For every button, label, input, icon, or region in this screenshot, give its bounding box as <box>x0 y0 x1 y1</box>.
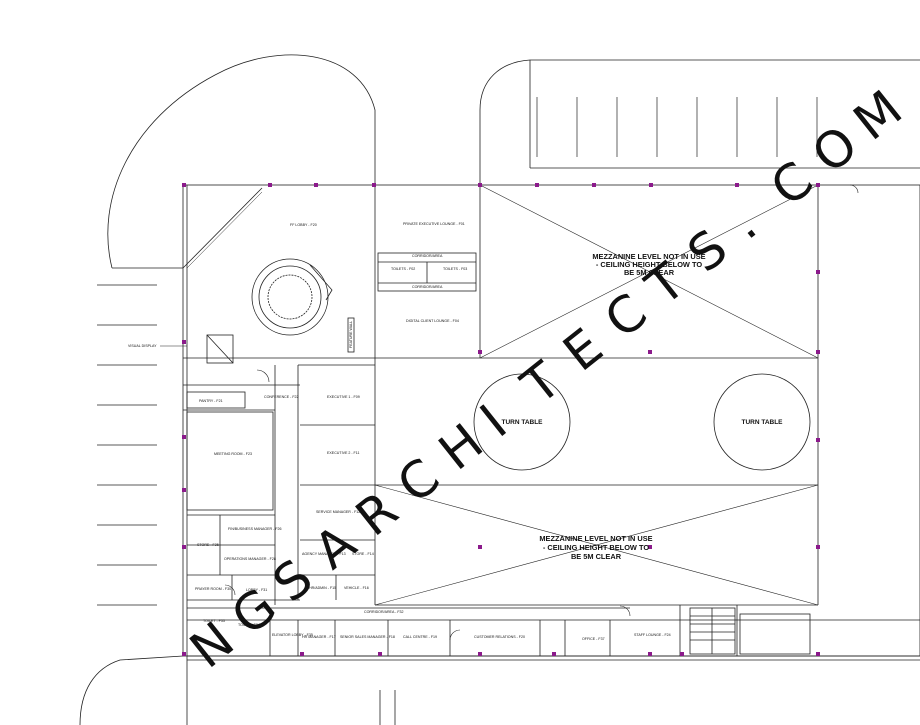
room-toilets-2: TOILETS - F03 <box>443 267 467 271</box>
spiral-stair <box>251 258 329 336</box>
turntable-right <box>713 373 811 471</box>
mezzanine-top-line3: BE 5M CLEAR <box>624 268 675 277</box>
mezzanine-bottom-line3: BE 5M CLEAR <box>571 552 622 561</box>
door-swings <box>224 184 859 641</box>
room-digital-client-lounge: DIGITAL CLIENT LOUNGE - F04 <box>406 319 459 323</box>
room-hr-manager: HR MANAGER - F17 <box>302 635 336 639</box>
landscape-curve-left <box>107 54 376 269</box>
stair-bottom <box>689 607 736 655</box>
mezzanine-top-line1: MEZZANINE LEVEL NOT IN USE <box>592 252 705 261</box>
parking-bays-left <box>97 284 157 606</box>
room-executive-2: EXECUTIVE 2 - F11 <box>327 451 360 455</box>
room-vehicle: VEHICLE - F16 <box>344 586 369 590</box>
room-elevator-lobby: ELEVATOR LOBBY - F35 <box>272 633 313 637</box>
room-office: OFFICE - F37 <box>582 637 605 641</box>
room-private-executive: PRIVATE EXECUTIVE LOUNGE - F01 <box>403 222 465 226</box>
column-markers <box>182 183 820 656</box>
mezzanine-bottom-line2: - CEILING HEIGHT BELOW TO <box>543 543 649 552</box>
room-ops-manager: OPERATIONS MANAGER - F28 <box>224 557 276 561</box>
room-store: STORE - F25 <box>197 543 219 547</box>
meeting-room <box>186 411 274 511</box>
feature-wall-block <box>347 317 355 353</box>
room-customer-relations: CUSTOMER RELATIONS - F20 <box>474 635 525 639</box>
lobby-diagonal <box>182 187 263 269</box>
room-toilets: TOILETS - F02 <box>391 267 415 271</box>
room-lobby-2: LOBBY - F31 <box>246 588 267 592</box>
lift-shaft <box>739 613 811 655</box>
turntable-left <box>473 373 571 471</box>
room-call-centre: CALL CENTRE - F19 <box>403 635 437 639</box>
room-pantry: PANTRY - F21 <box>199 399 223 403</box>
mezzanine-top-line2: - CEILING HEIGHT BELOW TO <box>596 260 702 269</box>
room-agency-manager: AGENCY MANAGER - F13 <box>302 552 346 556</box>
room-corridor-top: CORRIDOR/AREA <box>412 254 443 258</box>
room-corridor-mid: CORRIDOR/AREA <box>412 285 443 289</box>
visual-display-label: VISUAL DISPLAY <box>128 344 157 348</box>
mezzanine-bottom-cross <box>374 484 819 606</box>
room-toilet-b1: TOILET - F33 <box>203 619 225 623</box>
room-conference: CONFERENCE - F22 <box>264 395 299 399</box>
room-corridor-low: CORRIDOR/AREA - F32 <box>364 610 404 614</box>
room-store-2: STORE - F14 <box>352 552 374 556</box>
parking-outline <box>479 59 920 185</box>
turntable-right-label: TURN TABLE <box>741 419 783 426</box>
mezzanine-bottom-line1: MEZZANINE LEVEL NOT IN USE <box>539 534 652 543</box>
room-service-manager: SERVICE MANAGER - F12 <box>316 510 360 514</box>
room-executive-1: EXECUTIVE 1 - F09 <box>327 395 360 399</box>
room-prayer: PRAYER ROOM - F30 <box>195 587 231 591</box>
turntable-left-label: TURN TABLE <box>501 419 543 426</box>
room-toilet-b2: TOILET - F34 <box>238 623 260 627</box>
parking-bays-top <box>536 97 818 157</box>
room-hr-admin: HR/ADMIN - F15 <box>309 586 336 590</box>
landscape-curve-bottom <box>79 655 184 725</box>
pantry-room <box>186 391 246 409</box>
parking-inner <box>529 60 920 169</box>
bottom-offices <box>269 605 738 656</box>
room-feature-wall: FEATURE WALL <box>349 321 353 348</box>
room-meeting: MEETING ROOM - F23 <box>214 452 252 456</box>
room-lobby: FF LOBBY - F20 <box>290 223 317 227</box>
mezzanine-top-cross <box>479 184 819 359</box>
toilets-block <box>377 252 477 292</box>
room-sales-manager: SENIOR SALES MANAGER - F18 <box>340 635 395 639</box>
room-fin-manager: FIN/BUSINESS MANAGER - F26 <box>228 527 282 531</box>
room-staff-lounge: STAFF LOUNGE - F24 <box>634 633 671 637</box>
stair-core <box>206 334 234 364</box>
